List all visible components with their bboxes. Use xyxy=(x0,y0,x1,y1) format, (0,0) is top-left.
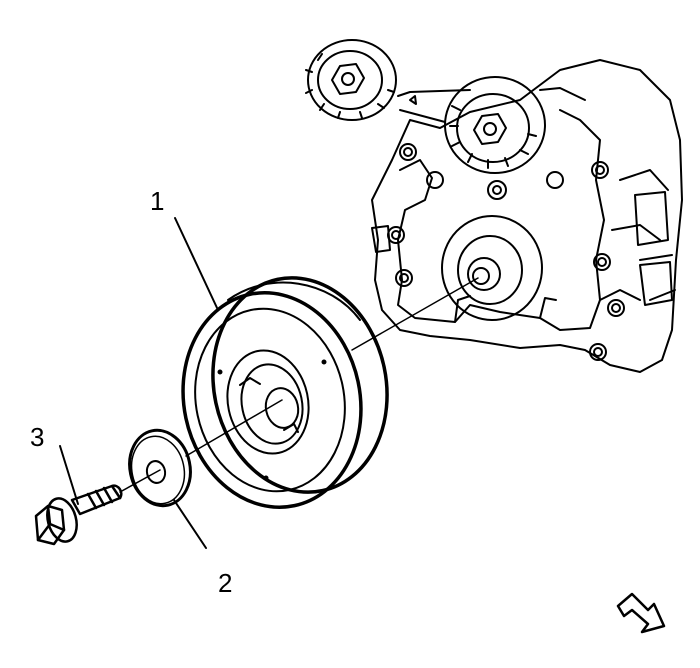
assembly-alignment-lines xyxy=(119,277,479,493)
callout-1-label: 1 xyxy=(150,186,164,216)
cover-bolts xyxy=(387,143,625,361)
engine-front-cover xyxy=(371,59,683,373)
idler-pulley xyxy=(305,39,397,121)
crankshaft-front-seal xyxy=(441,215,543,321)
crankshaft-balancer xyxy=(181,276,389,509)
balancer-washer xyxy=(128,428,192,508)
callout-leaders xyxy=(59,217,219,549)
balancer-bolt xyxy=(34,484,123,546)
front-direction-arrow-icon xyxy=(616,592,666,634)
callout-3-leader xyxy=(59,445,79,505)
belt-tensioner xyxy=(397,76,586,174)
callout-3-label: 3 xyxy=(30,422,44,452)
callout-1-leader xyxy=(174,217,219,311)
callout-2-leader xyxy=(173,499,207,549)
callout-2-label: 2 xyxy=(218,568,232,598)
